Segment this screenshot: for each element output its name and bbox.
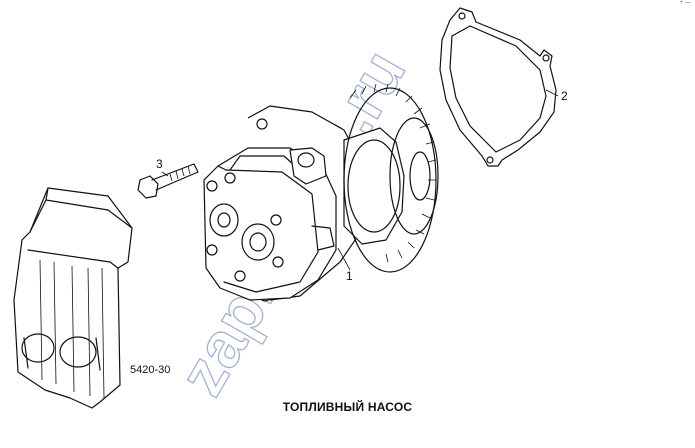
cover-part: [13, 187, 133, 409]
callout-2: 2: [561, 89, 568, 103]
pump-body-part: [203, 105, 363, 302]
callout-3: 3: [156, 157, 163, 171]
callout-1: 1: [346, 269, 353, 283]
gasket-part: [439, 7, 557, 167]
diagram-caption: ТОПЛИВНЫЙ НАСОС: [282, 400, 413, 414]
callouts: 3 1 2 5420-30: [130, 89, 568, 376]
corner-mark: + —: [679, 0, 691, 6]
bolt-part: [137, 163, 199, 199]
drive-gear: [343, 83, 439, 273]
drawing-code: 5420-30: [130, 364, 170, 376]
